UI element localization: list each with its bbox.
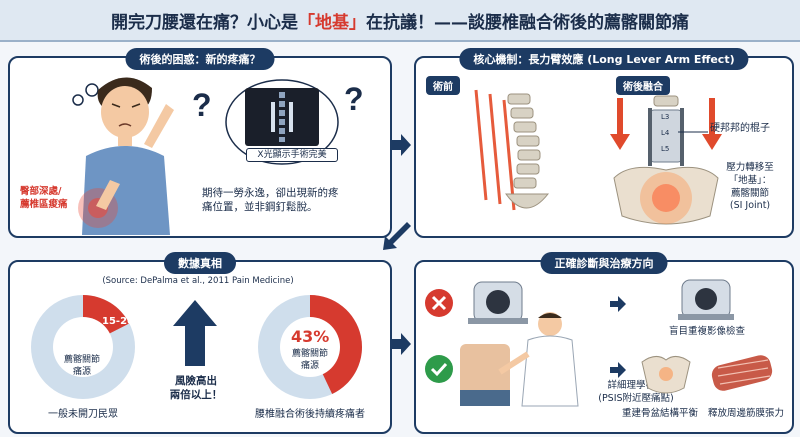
- patient-illustration: [72, 77, 174, 235]
- fascia-release-icon: [711, 355, 773, 391]
- pie-center-hole: [280, 317, 340, 377]
- arrow-right-icon: [610, 296, 626, 312]
- arrow-down-left-icon: [383, 222, 411, 250]
- exam-line1: 詳細理學檢查: [607, 380, 665, 391]
- risk-line1: 風險高出: [175, 375, 217, 387]
- pie-chart-general-population: [31, 295, 135, 399]
- risk-line2: 兩倍以上！: [169, 389, 223, 402]
- patient-hand: [96, 180, 120, 210]
- arrow-right-icon: [391, 134, 411, 156]
- stress-transfer-label: 壓力轉移至 「地基」： 薦髂關節 (SI Joint): [712, 162, 788, 213]
- pie-left-inner-line2: 痛源: [72, 367, 91, 378]
- spine-after-illustration: [610, 95, 722, 225]
- title-highlight: 「地基」: [298, 12, 366, 33]
- data-source: (Source: DePalma et al., 2011 Pain Medic…: [102, 276, 294, 286]
- pie-left-percent-label: 15-20%: [102, 316, 145, 327]
- patient-neck: [118, 136, 132, 146]
- pie-right-percent-label: 43%: [291, 327, 330, 346]
- wrong-x-icon: [425, 289, 453, 317]
- pie-chart-post-fusion: [258, 295, 363, 399]
- risk-up-arrow-icon: [173, 300, 217, 366]
- patient-mouth: [118, 123, 132, 127]
- patient-head: [101, 86, 149, 138]
- treatment-fascia-label: 釋放周邊筋膜張力: [707, 408, 784, 419]
- pain-label-line2: 薦椎區痠痛: [20, 198, 68, 210]
- risk-label: 風險高出 兩倍以上！: [158, 374, 234, 402]
- pie-center-hole: [53, 317, 113, 377]
- stress-line4: (SI Joint): [729, 200, 771, 212]
- description-line2: 痛位置，並非鋼釘鬆脫。: [202, 201, 318, 214]
- panel-confusion-header: 術後的困惑：新的疼痛？: [125, 48, 275, 70]
- mri-scanner-icon: [678, 279, 734, 320]
- panel-data-header: 數據真相: [164, 252, 236, 274]
- repeat-imaging-caption: 盲目重複影像檢查: [668, 326, 745, 337]
- pie-left-inner-line1: 薦髂關節: [63, 355, 100, 365]
- panel-diagnosis-header: 正確診斷與治療方向: [540, 252, 668, 274]
- vertebra-label-l5: L5: [661, 145, 670, 153]
- pain-label-line1: 臀部深處/: [20, 186, 62, 197]
- title-part2: 在抗議！——談腰椎融合術後的薦髂關節痛: [366, 12, 689, 33]
- stress-line1: 壓力轉移至: [726, 162, 774, 173]
- pie-right-caption: 腰椎融合術後持續疼痛者: [255, 409, 365, 420]
- pie-right-inner-line2: 痛源: [300, 361, 319, 372]
- worry-mark: [72, 94, 84, 106]
- rod-pointer-line: [678, 131, 708, 133]
- question-mark-icon: ?: [344, 81, 364, 117]
- panel-data: 數據真相 (Source: DePalma et al., 2011 Pain …: [8, 252, 392, 434]
- panel-confusion: 術後的困惑：新的疼痛？ 臀部深處/ 薦椎區痠痛 ? ?: [8, 48, 392, 238]
- exam-line2: (PSIS附近壓痛點): [598, 392, 674, 404]
- thought-bubble: [225, 79, 339, 165]
- title-part1: 開完刀腰還在痛？小心是: [111, 12, 298, 33]
- page-title: 開完刀腰還在痛？小心是 「地基」 在抗議！——談腰椎融合術後的薦髂關節痛: [0, 0, 800, 42]
- vertebra-label-l3: L3: [661, 113, 670, 121]
- correct-check-icon: [425, 355, 453, 383]
- svg-text:?: ?: [344, 81, 364, 117]
- stress-line3: 薦髂關節: [730, 187, 769, 199]
- pie-right-inner-label: 薦髂關節 痛源: [284, 348, 336, 372]
- pain-location-label: 臀部深處/ 薦椎區痠痛: [20, 186, 110, 212]
- rod-label: 硬邦邦的棍子: [710, 123, 770, 134]
- mri-scanner-icon: [468, 281, 528, 324]
- pie-left-caption: 一般未開刀民眾: [48, 409, 118, 420]
- question-mark-icon: ?: [192, 87, 212, 123]
- arrow-right-icon: [391, 333, 411, 355]
- patient-arm: [144, 104, 174, 148]
- xray-caption: X光顯示手術完美: [246, 148, 338, 163]
- treatment-pelvis-label: 重建骨盆結構平衡: [621, 408, 698, 419]
- panel-mechanism: 核心機制：長力臂效應 (Long Lever Arm Effect) 術前 術後…: [414, 48, 794, 238]
- xray-image: [245, 88, 319, 146]
- pelvis-balance-icon: [641, 356, 691, 394]
- before-surgery-label: 術前: [426, 76, 460, 95]
- doctor-exam-illustration: [460, 312, 579, 407]
- patient-brow: [111, 103, 141, 108]
- panel-mechanism-header: 核心機制：長力臂效應 (Long Lever Arm Effect): [459, 48, 749, 70]
- after-fusion-label: 術後融合: [616, 76, 670, 95]
- pie-right-inner-line1: 薦髂關節: [291, 349, 328, 359]
- arrow-right-icon: [610, 362, 626, 378]
- panel-diagnosis: 正確診斷與治療方向 詳細理學檢查 (PSIS附近壓痛點): [414, 252, 794, 434]
- pie-left-inner-label: 薦髂關節 痛源: [56, 354, 108, 378]
- svg-text:?: ?: [192, 87, 212, 123]
- vertebra-label-l4: L4: [661, 129, 670, 137]
- spine-before-illustration: [474, 89, 550, 211]
- description-line1: 期待一勞永逸，卻出現新的疼: [202, 187, 339, 199]
- physical-exam-label: 詳細理學檢查 (PSIS附近壓痛點): [586, 380, 686, 406]
- worry-mark: [85, 83, 99, 97]
- confusion-description: 期待一勞永逸，卻出現新的疼 痛位置，並非鋼釘鬆脫。: [202, 186, 384, 214]
- stress-line2: 「地基」：: [728, 174, 772, 186]
